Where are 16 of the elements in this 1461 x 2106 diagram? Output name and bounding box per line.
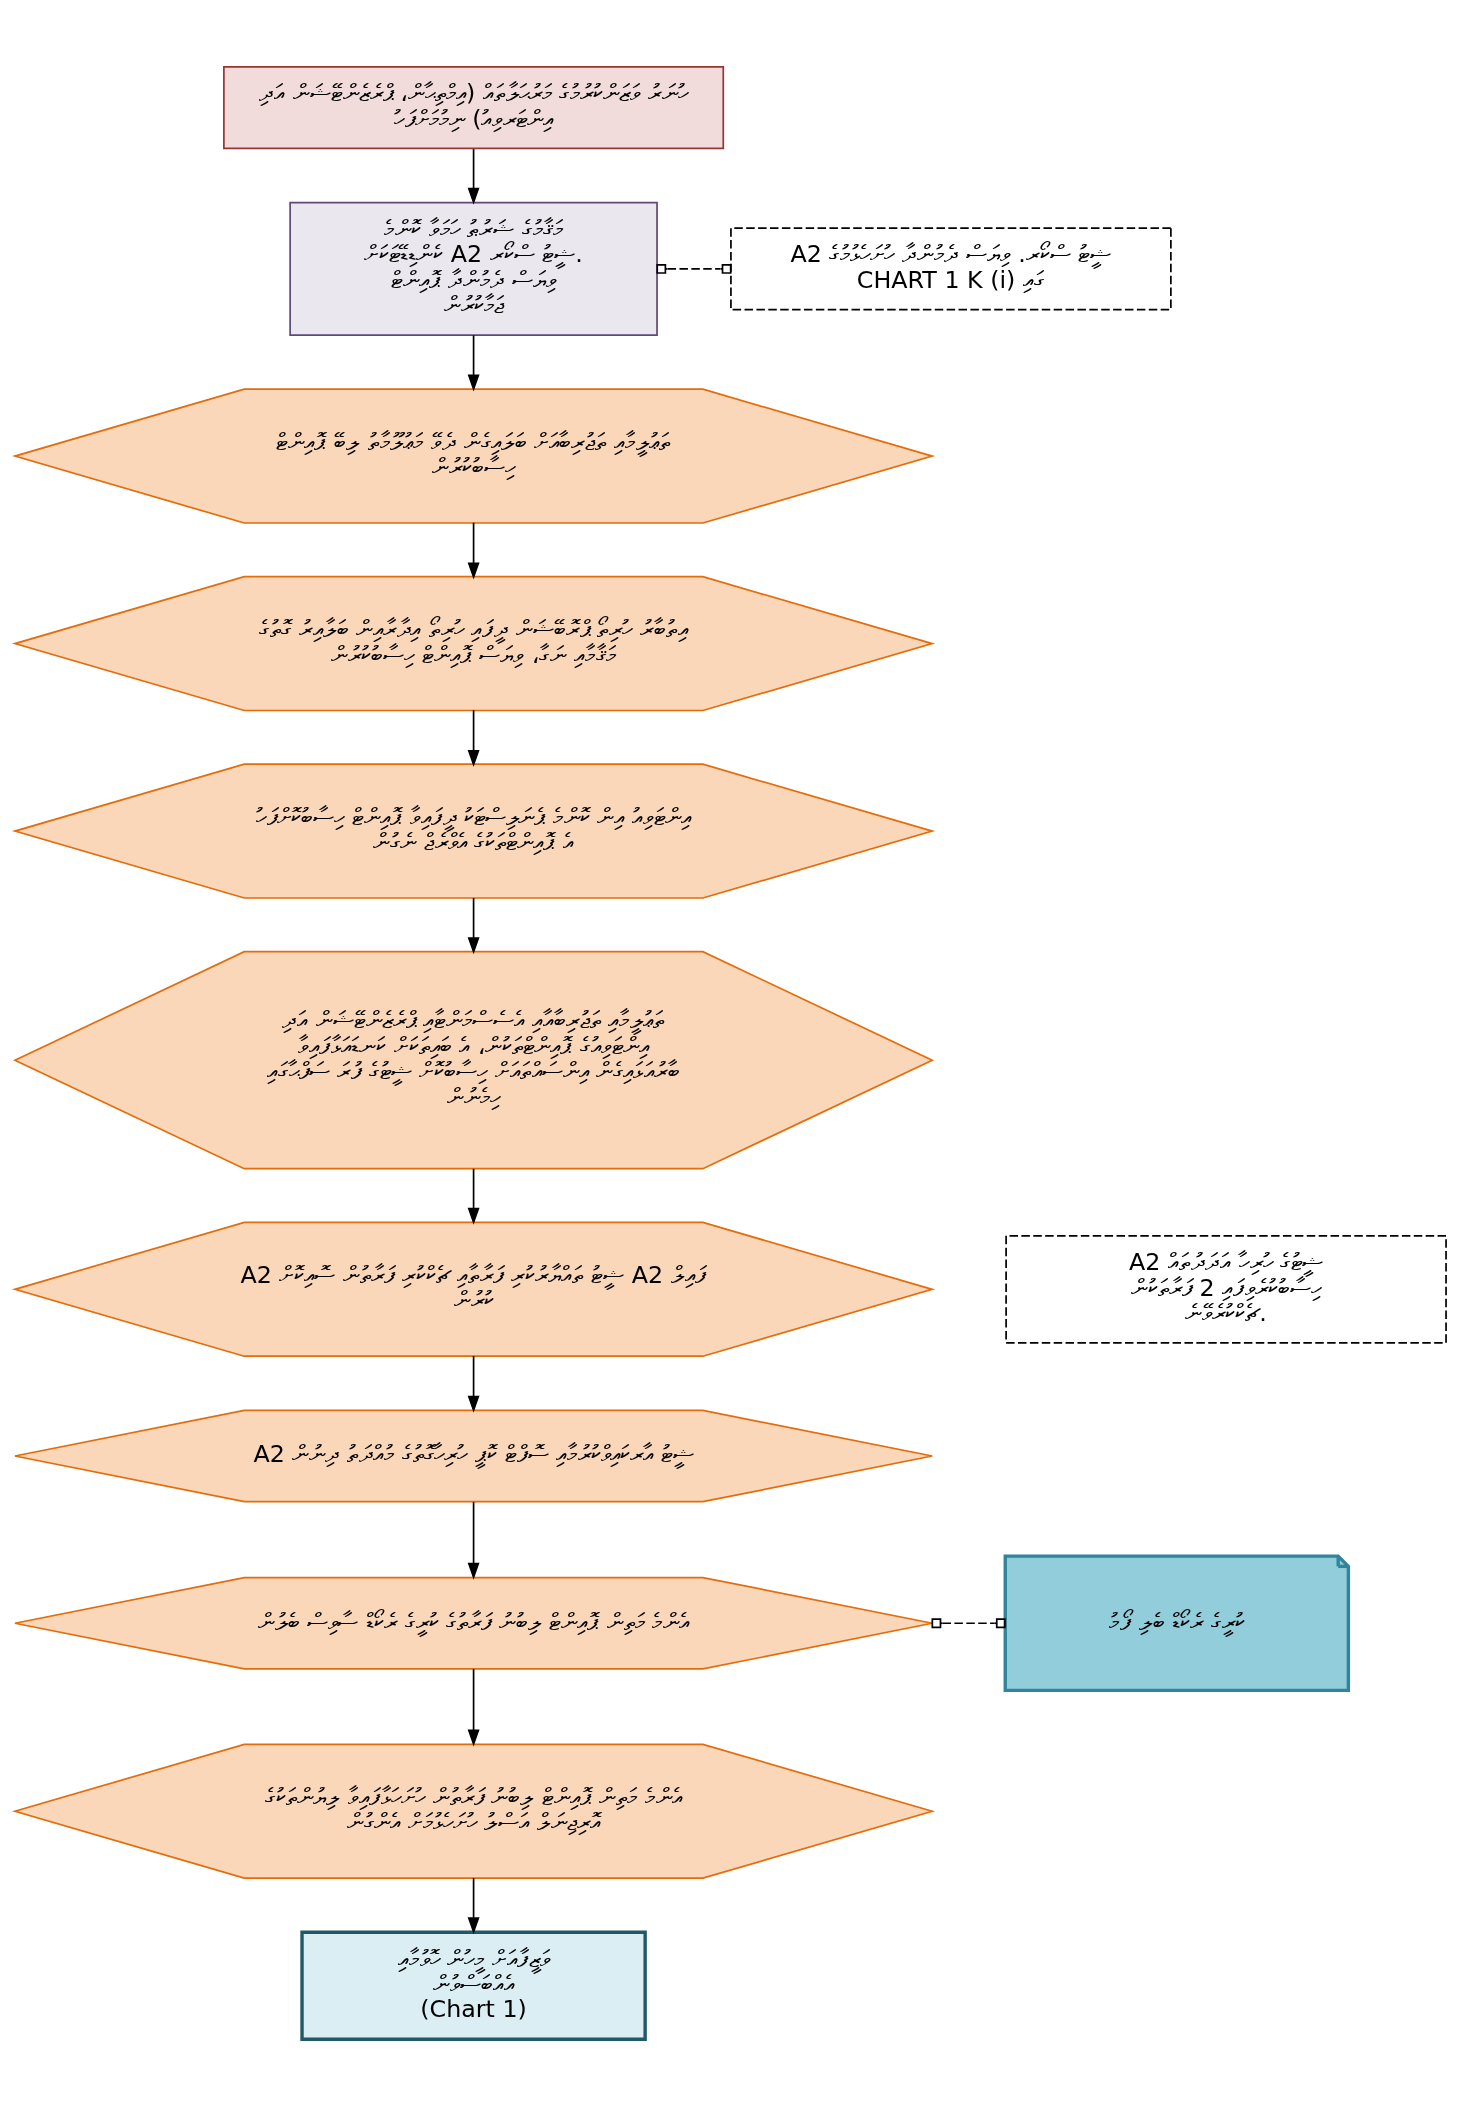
node-box: ހުނަރު ވަޒަންކުރުމުގެ މަރުޙަލާތައް (އިމްތިޙާން، ޕްރެޒެންޓޭޝަން އަދި އިންޓަރވިއު) ނިމުމަށްފަހު: [223, 65, 725, 150]
arrow: [467, 709, 480, 768]
arrow: [467, 334, 480, 392]
connector: [656, 264, 732, 274]
arrow: [467, 1167, 480, 1225]
arrow: [467, 1501, 480, 1580]
arrow: [467, 521, 480, 580]
connector: [931, 1618, 1006, 1629]
arrow: [467, 1355, 480, 1413]
node-box: A2 ޝީޓުގެ ހުރިހާ އަދަދުތައް ހިސާބުކުރެވިފައި 2 ފަރާތަކުން ޗެކްކުރެވޭނެ.: [1005, 1234, 1447, 1344]
arrow: [467, 1668, 480, 1747]
arrow: [467, 897, 480, 955]
node-box: A2 ޝީޓު ސްކޯރ. ވިޔަސް ދެމުންދާ ހުށަހެޅުމުގެ CHART 1 K (i) ގައި: [730, 227, 1172, 311]
node-box: މަޤާމުގެ ޝަރުޠު ހަމަވާ ކޮންމެ ކެންޑިޑޭޓަކަށް A2 ޝީޓު ސްކޯރ. ވިޔަސް ދެމުންދާ ޕޮއިންޓް ޖަމާކުރުން: [289, 201, 658, 337]
arrow: [467, 1877, 480, 1935]
arrow: [467, 148, 480, 205]
